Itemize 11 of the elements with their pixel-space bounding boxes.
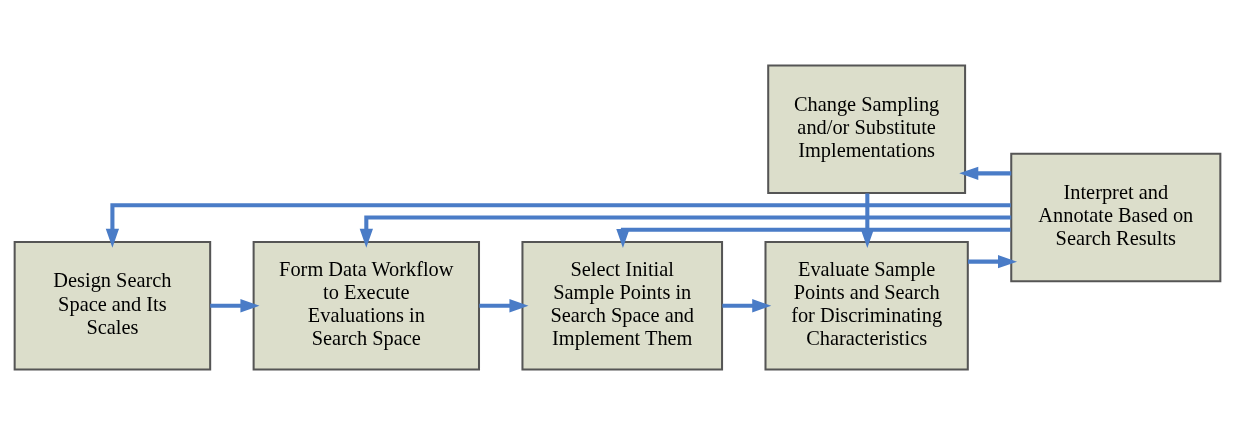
arrow <box>959 166 1012 181</box>
node-box: Select Initial Sample Points in Search Space and Implement Them <box>521 240 724 371</box>
node-box: Form Data Workflow to Execute Evaluations in Search Space <box>252 240 481 371</box>
arrow <box>968 254 1018 269</box>
arrow <box>210 299 260 313</box>
node-box: Design Search Space and Its Scales <box>13 240 212 371</box>
arrow <box>722 299 772 313</box>
node-box: Interpret and Annotate Based on Search Results <box>1010 152 1222 283</box>
arrow <box>479 299 529 313</box>
node-box: Change Sampling and/or Substitute Implementations <box>767 64 967 195</box>
node-box: Evaluate Sample Points and Search for Discriminating Characteristics <box>764 240 969 371</box>
